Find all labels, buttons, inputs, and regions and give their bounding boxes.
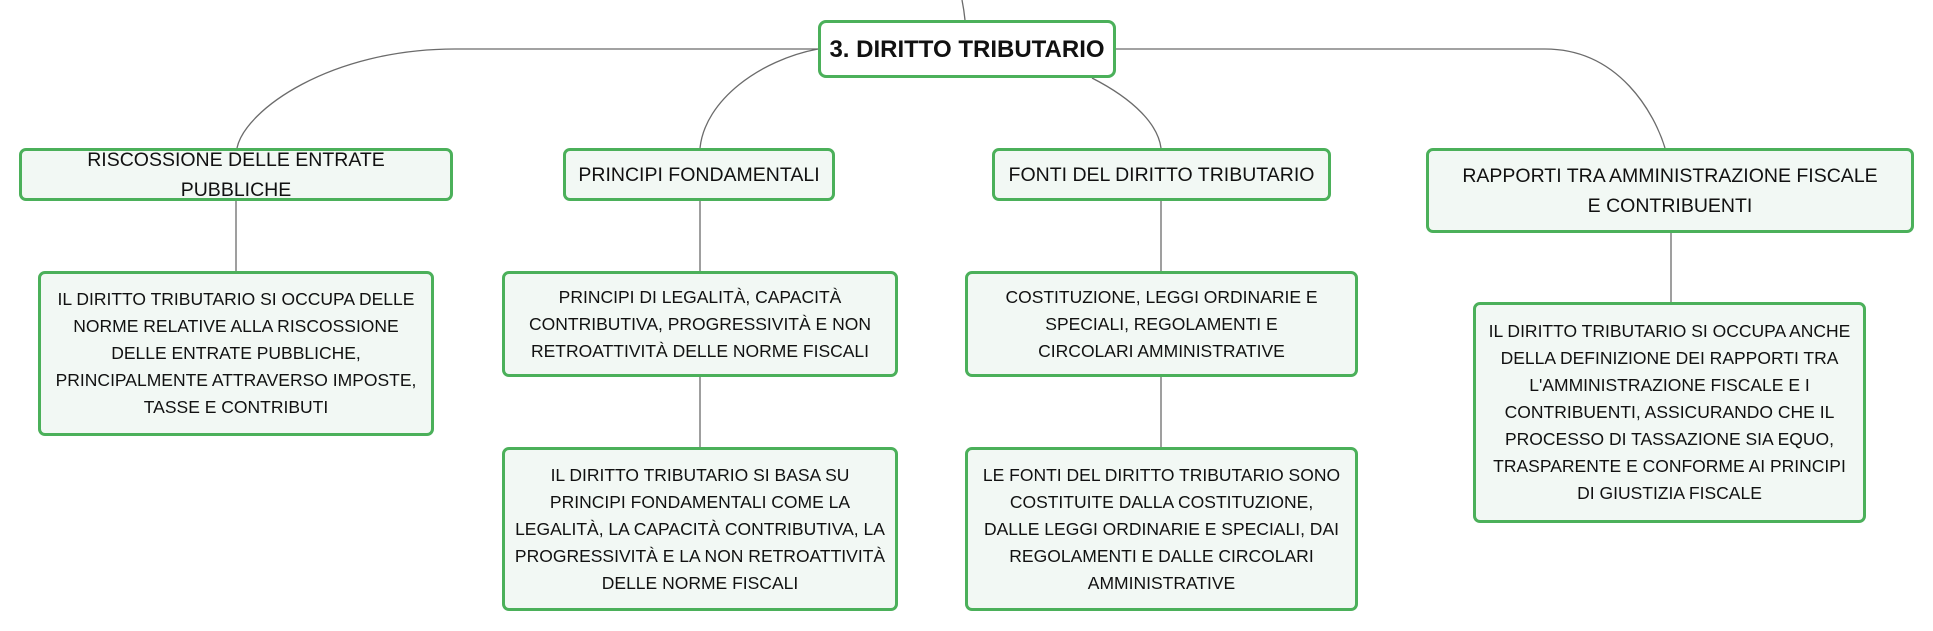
branch-label: RAPPORTI TRA AMMINISTRAZIONE FISCALE E C… bbox=[1462, 164, 1878, 217]
branch-label: PRINCIPI FONDAMENTALI bbox=[578, 163, 820, 186]
leaf-text: IL DIRITTO TRIBUTARIO SI BASA SU PRINCIP… bbox=[514, 464, 886, 593]
leaf-node-riscossione-1[interactable]: IL DIRITTO TRIBUTARIO SI OCCUPA DELLE NO… bbox=[38, 271, 434, 436]
branch-node-principi[interactable]: PRINCIPI FONDAMENTALI bbox=[563, 148, 835, 201]
connector-root-branch-4 bbox=[1116, 48, 1666, 149]
root-label: 3. DIRITTO TRIBUTARIO bbox=[829, 35, 1105, 63]
leaf-text: PRINCIPI DI LEGALITÀ, CAPACITÀ CONTRIBUT… bbox=[529, 286, 871, 361]
leaf-node-rapporti-1[interactable]: IL DIRITTO TRIBUTARIO SI OCCUPA ANCHE DE… bbox=[1473, 302, 1866, 523]
leaf-text: LE FONTI DEL DIRITTO TRIBUTARIO SONO COS… bbox=[982, 464, 1341, 593]
leaf-node-principi-1[interactable]: PRINCIPI DI LEGALITÀ, CAPACITÀ CONTRIBUT… bbox=[502, 271, 898, 377]
root-node[interactable]: 3. DIRITTO TRIBUTARIO bbox=[818, 20, 1116, 78]
leaf-node-principi-2[interactable]: IL DIRITTO TRIBUTARIO SI BASA SU PRINCIP… bbox=[502, 447, 898, 611]
leaf-text: COSTITUZIONE, LEGGI ORDINARIE E SPECIALI… bbox=[1005, 286, 1318, 361]
leaf-node-fonti-2[interactable]: LE FONTI DEL DIRITTO TRIBUTARIO SONO COS… bbox=[965, 447, 1358, 611]
branch-label: FONTI DEL DIRITTO TRIBUTARIO bbox=[1008, 163, 1315, 186]
connector-root-branch-2 bbox=[699, 48, 819, 149]
branch-node-fonti[interactable]: FONTI DEL DIRITTO TRIBUTARIO bbox=[992, 148, 1331, 201]
connector-root-branch-3 bbox=[1091, 77, 1162, 149]
leaf-text: IL DIRITTO TRIBUTARIO SI OCCUPA DELLE NO… bbox=[55, 289, 417, 417]
branch-node-rapporti[interactable]: RAPPORTI TRA AMMINISTRAZIONE FISCALE E C… bbox=[1426, 148, 1914, 233]
connector-root-parent bbox=[961, 0, 966, 21]
leaf-node-fonti-1[interactable]: COSTITUZIONE, LEGGI ORDINARIE E SPECIALI… bbox=[965, 271, 1358, 377]
branch-node-riscossione[interactable]: RISCOSSIONE DELLE ENTRATE PUBBLICHE bbox=[19, 148, 453, 201]
connector-root-branch-1 bbox=[236, 48, 818, 149]
branch-label: RISCOSSIONE DELLE ENTRATE PUBBLICHE bbox=[87, 148, 385, 201]
leaf-text: IL DIRITTO TRIBUTARIO SI OCCUPA ANCHE DE… bbox=[1488, 321, 1851, 503]
